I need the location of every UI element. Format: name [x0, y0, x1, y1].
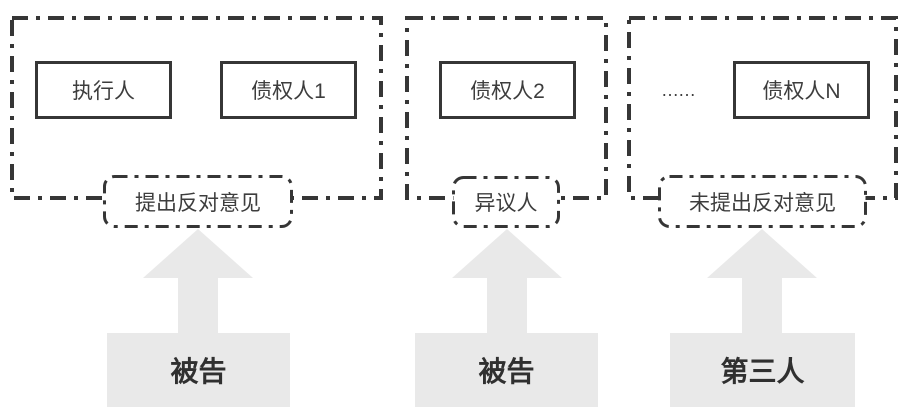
litigant-box-defendant-2: 被告: [415, 333, 598, 407]
party-box-executor: 执行人: [35, 61, 172, 119]
party-box-creditorN: 债权人N: [733, 61, 870, 119]
litigant-box-third-party: 第三人: [670, 333, 855, 407]
creditors-ellipsis: ……: [661, 79, 696, 100]
up-arrow-3: [707, 229, 817, 334]
role-tag-no-objection: 未提出反对意见: [689, 191, 836, 215]
tag1-dashdot-frame: [103, 175, 293, 228]
up-arrow-2: [452, 229, 562, 334]
litigant-box-defendant-1: 被告: [107, 333, 290, 407]
party-box-creditor2: 债权人2: [439, 61, 576, 119]
role-tag-objector: 异议人: [474, 192, 538, 215]
tag2-dashdot-frame: [452, 176, 560, 228]
tag3-dashdot-frame: [658, 175, 867, 228]
up-arrow-1: [143, 229, 253, 334]
role-tag-objection-raised: 提出反对意见: [135, 191, 261, 215]
party-box-creditor1: 债权人1: [220, 61, 357, 119]
